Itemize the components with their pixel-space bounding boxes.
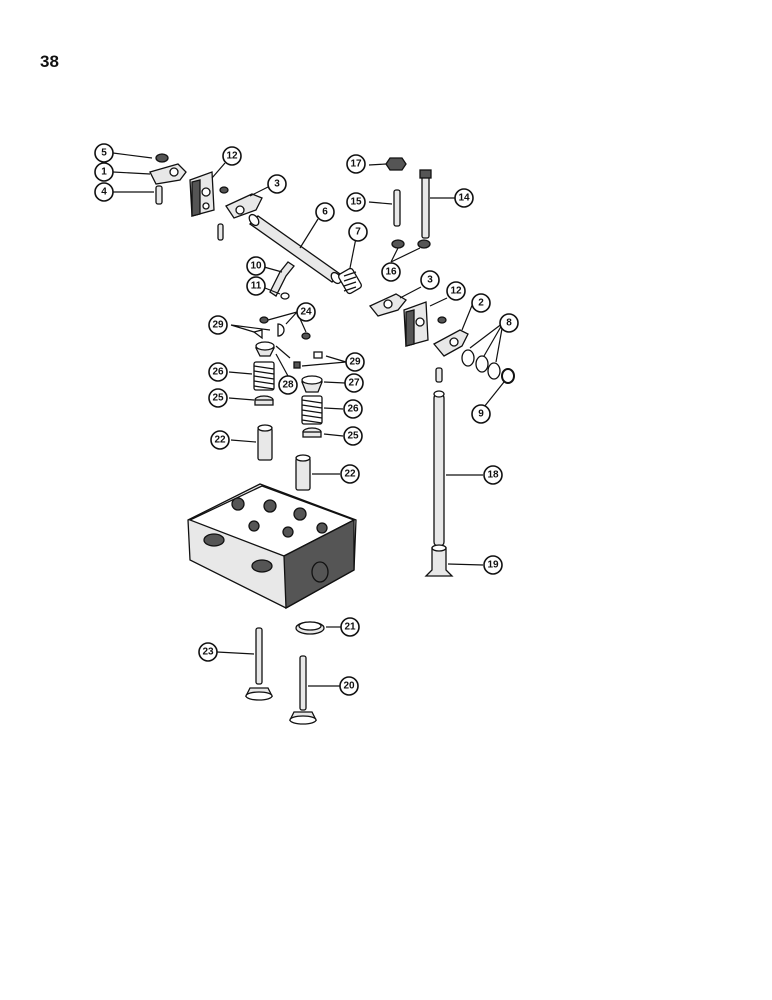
callout-12-right: 12 xyxy=(446,281,466,301)
callout-7: 7 xyxy=(348,222,368,242)
svg-text:11: 11 xyxy=(251,281,262,292)
callout-29-left: 29 xyxy=(208,315,228,335)
callout-5: 5 xyxy=(94,143,114,163)
svg-text:25: 25 xyxy=(212,393,224,404)
callout-9: 9 xyxy=(471,404,491,424)
svg-text:3: 3 xyxy=(427,275,433,286)
svg-text:21: 21 xyxy=(344,622,356,633)
svg-text:12: 12 xyxy=(450,286,462,297)
callout-2: 2 xyxy=(471,293,491,313)
push-rod xyxy=(433,367,445,547)
rocker-arm-upper xyxy=(217,193,263,241)
svg-text:24: 24 xyxy=(300,307,312,318)
svg-text:15: 15 xyxy=(350,197,362,208)
rocker-bracket-right xyxy=(403,301,447,347)
callout-6: 6 xyxy=(315,202,335,222)
svg-text:26: 26 xyxy=(347,404,359,415)
svg-text:8: 8 xyxy=(506,318,512,329)
valve-guides xyxy=(257,424,311,491)
callout-10: 10 xyxy=(246,256,266,276)
svg-text:26: 26 xyxy=(212,367,224,378)
callout-11: 11 xyxy=(246,276,266,296)
callout-24: 24 xyxy=(296,302,316,322)
svg-text:19: 19 xyxy=(487,560,499,571)
svg-text:29: 29 xyxy=(212,320,224,331)
callout-14: 14 xyxy=(454,188,474,208)
svg-text:18: 18 xyxy=(487,470,499,481)
rocker-arm-2 xyxy=(432,329,469,357)
callout-4: 4 xyxy=(94,182,114,202)
valve-seat-insert xyxy=(295,621,325,635)
callout-26-right: 26 xyxy=(343,399,363,419)
callout-16: 16 xyxy=(381,262,401,282)
page-number: 38 xyxy=(40,52,59,71)
callout-22-right: 22 xyxy=(340,464,360,484)
callout-18: 18 xyxy=(483,465,503,485)
spring-seats xyxy=(254,395,322,438)
tappet xyxy=(424,544,454,577)
callout-28: 28 xyxy=(278,375,298,395)
svg-text:29: 29 xyxy=(349,357,361,368)
callout-20: 20 xyxy=(339,676,359,696)
callout-22-left: 22 xyxy=(210,430,230,450)
callout-21: 21 xyxy=(340,617,360,637)
svg-text:22: 22 xyxy=(344,469,356,480)
rocker-arm-lower xyxy=(368,293,407,317)
oil-tube xyxy=(269,261,295,300)
callout-12-left: 12 xyxy=(222,146,242,166)
callout-8: 8 xyxy=(499,313,519,333)
stud-nut-group xyxy=(385,157,432,249)
svg-text:2: 2 xyxy=(478,298,484,309)
callout-26-left: 26 xyxy=(208,362,228,382)
svg-text:22: 22 xyxy=(214,435,226,446)
svg-text:28: 28 xyxy=(282,380,294,391)
callout-25-right: 25 xyxy=(343,426,363,446)
svg-text:9: 9 xyxy=(478,409,484,420)
rocker-shaft xyxy=(248,213,342,285)
cylinder-head xyxy=(187,483,357,610)
callout-17: 17 xyxy=(346,154,366,174)
rocker-bracket-left xyxy=(189,171,229,217)
svg-text:17: 17 xyxy=(350,159,362,170)
svg-text:12: 12 xyxy=(226,151,238,162)
callout-3-upper: 3 xyxy=(267,174,287,194)
svg-text:1: 1 xyxy=(101,167,107,178)
callouts: 5 1 4 12 3 6 7 10 11 17 15 14 16 3 12 2 … xyxy=(94,143,519,696)
svg-text:20: 20 xyxy=(343,681,355,692)
callout-3-lower: 3 xyxy=(420,270,440,290)
rocker-arm-left xyxy=(149,153,187,205)
svg-text:5: 5 xyxy=(101,148,107,159)
valve-springs xyxy=(253,361,323,425)
svg-text:27: 27 xyxy=(348,378,360,389)
callout-1: 1 xyxy=(94,162,114,182)
valves xyxy=(244,627,318,725)
parts-illustration xyxy=(149,153,515,725)
svg-text:3: 3 xyxy=(274,179,280,190)
svg-text:7: 7 xyxy=(355,227,361,238)
washers-snap-ring xyxy=(461,349,515,384)
svg-text:25: 25 xyxy=(347,431,359,442)
svg-text:16: 16 xyxy=(385,267,397,278)
callout-19: 19 xyxy=(483,555,503,575)
leader-lines xyxy=(112,152,505,687)
svg-text:14: 14 xyxy=(458,193,470,204)
callout-27: 27 xyxy=(344,373,364,393)
callout-23: 23 xyxy=(198,642,218,662)
callout-29-right: 29 xyxy=(345,352,365,372)
callout-25-left: 25 xyxy=(208,388,228,408)
shaft-spring xyxy=(338,267,362,295)
svg-text:10: 10 xyxy=(250,261,262,272)
svg-text:6: 6 xyxy=(322,207,328,218)
svg-text:23: 23 xyxy=(202,647,214,658)
svg-text:4: 4 xyxy=(101,187,107,198)
callout-15: 15 xyxy=(346,192,366,212)
